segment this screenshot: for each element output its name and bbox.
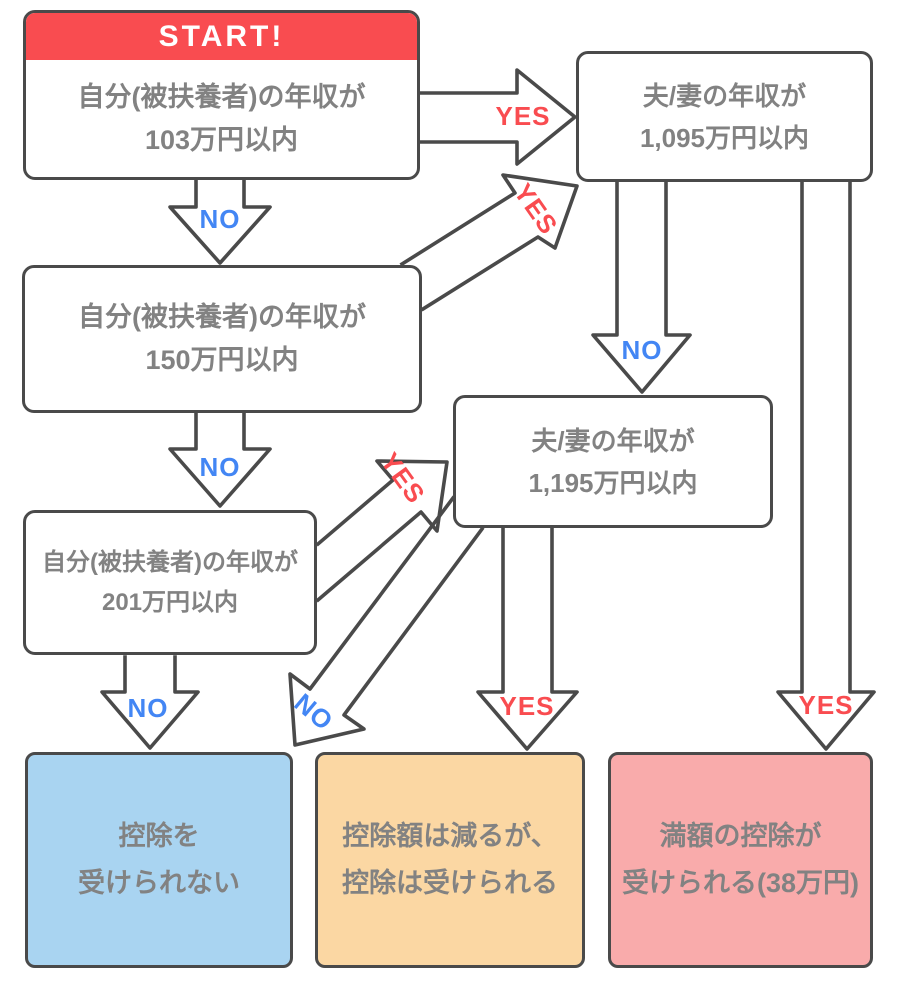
spouse1195-line1: 夫/妻の年収が — [531, 425, 695, 456]
start-line1: 自分(被扶養者)の年収が — [77, 81, 366, 112]
income201-line1: 自分(被扶養者)の年収が — [42, 548, 298, 576]
node-result-full-deduction: 満額の控除が 受けられる(38万円) — [608, 752, 873, 968]
edge-label-income150-no: NO — [199, 452, 241, 482]
node-start: START! 自分(被扶養者)の年収が 103万円以内 — [23, 10, 420, 180]
partial-deduction-line1: 控除額は減るが、 — [342, 821, 558, 851]
node-income201: 自分(被扶養者)の年収が 201万円以内 — [23, 510, 317, 655]
edge-label-spouse1195-yes: YES — [499, 691, 555, 721]
node-result-partial-deduction: 控除額は減るが、 控除は受けられる — [315, 752, 585, 968]
arrow-income150-to-spouse1095-yes — [399, 173, 579, 312]
income150-line1: 自分(被扶養者)の年収が — [78, 302, 366, 332]
partial-deduction-line2: 控除は受けられる — [342, 868, 558, 898]
arrow-start-to-spouse1095-yes — [419, 68, 577, 166]
spouse1095-line2: 1,095万円以内 — [639, 122, 810, 153]
arrow-spouse1095-to-fullDeduction-yes — [776, 181, 876, 751]
arrow-income201-to-spouse1195-yes — [315, 459, 449, 603]
full-deduction-line2: 受けられる(38万円) — [621, 868, 859, 898]
no-deduction-line1: 控除を — [118, 821, 200, 851]
node-spouse1195: 夫/妻の年収が 1,195万円以内 — [453, 395, 773, 528]
arrow-spouse1195-to-partialDeduction-yes — [476, 527, 579, 751]
arrow-spouse1095-to-spouse1195-no — [591, 181, 692, 394]
edge-label-spouse1095-no: NO — [621, 335, 663, 365]
no-deduction-line2: 受けられない — [78, 868, 240, 898]
edge-label-start-yes: YES — [495, 101, 551, 131]
edge-label-spouse1095-yes: YES — [798, 690, 854, 720]
arrow-start-to-income150-no — [168, 179, 272, 265]
node-income150: 自分(被扶養者)の年収が 150万円以内 — [22, 265, 422, 413]
income150-line2: 150万円以内 — [145, 345, 299, 375]
edge-label-income201-no: NO — [127, 693, 169, 723]
spouse1095-line1: 夫/妻の年収が — [642, 80, 807, 111]
arrow-spouse1195-to-noDeduction-no — [288, 495, 485, 747]
start-body: 自分(被扶養者)の年収が 103万円以内 — [26, 60, 417, 177]
start-header: START! — [26, 13, 417, 60]
arrow-income150-to-income201-no — [168, 412, 272, 508]
edge-label-start-no: NO — [199, 204, 241, 234]
full-deduction-line1: 満額の控除が — [659, 821, 822, 851]
arrow-income201-to-noDeduction-no — [100, 655, 200, 750]
node-spouse1095: 夫/妻の年収が 1,095万円以内 — [576, 51, 873, 182]
start-line2: 103万円以内 — [144, 124, 299, 155]
node-result-no-deduction: 控除を 受けられない — [25, 752, 293, 968]
income201-line2: 201万円以内 — [101, 588, 239, 616]
spouse1195-line2: 1,195万円以内 — [528, 467, 698, 498]
